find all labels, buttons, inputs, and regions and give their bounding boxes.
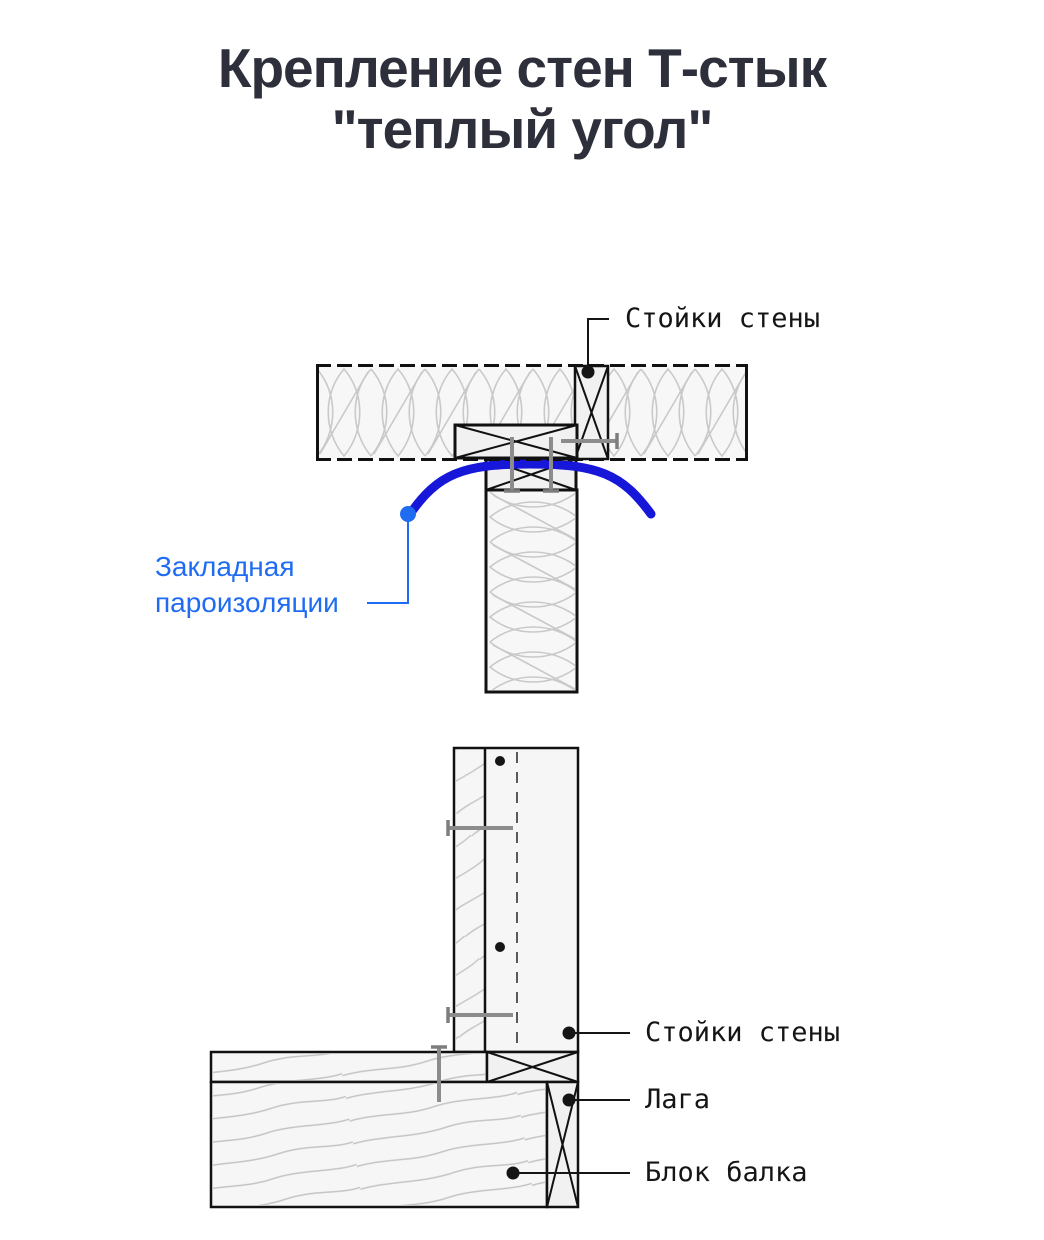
stud-leader-bottom — [562, 1026, 630, 1040]
screws-top-joint — [504, 433, 619, 493]
wall-stud — [573, 364, 610, 461]
label-vapor-barrier-line1: Закладная — [155, 551, 295, 582]
label-wall-studs-top: Стойки стены — [625, 303, 821, 334]
page-title-line2: "теплый угол" — [331, 98, 714, 160]
label-beam-block: Блок балка — [645, 1157, 808, 1188]
nailer-block — [453, 423, 579, 460]
t-joint-section — [316, 318, 748, 694]
stud-leader-dot — [581, 365, 595, 379]
fastener-dot — [495, 756, 505, 766]
insulated-wall-horizontal — [316, 366, 748, 459]
partition-wall-stem — [484, 488, 579, 694]
label-vapor-barrier: Закладная пароизоляции — [155, 549, 339, 621]
label-vapor-barrier-line2: пароизоляции — [155, 587, 339, 618]
stud-leader-top — [581, 318, 609, 379]
page-title: Крепление стен Т-стык "теплый угол" — [0, 38, 1044, 160]
bottom-plate-block — [485, 1050, 580, 1084]
vapor-barrier-dot — [400, 506, 416, 522]
label-wall-studs-bottom: Стойки стены — [645, 1017, 841, 1048]
floor-joint-section — [209, 746, 630, 1209]
wall-vertical — [452, 746, 580, 1054]
joist-leader — [562, 1093, 630, 1107]
beam-leader — [506, 1166, 630, 1180]
page-title-line1: Крепление стен Т-стык — [217, 37, 827, 99]
fastener-dot — [495, 942, 505, 952]
floor-plank — [209, 1050, 489, 1084]
label-joist: Лага — [645, 1084, 711, 1115]
screws-bottom-joint — [431, 820, 513, 1102]
vapor-barrier-leader — [367, 506, 416, 604]
beam-block — [209, 1080, 549, 1209]
vapor-barrier-arc — [405, 459, 656, 519]
wall-band-borders — [316, 364, 748, 461]
